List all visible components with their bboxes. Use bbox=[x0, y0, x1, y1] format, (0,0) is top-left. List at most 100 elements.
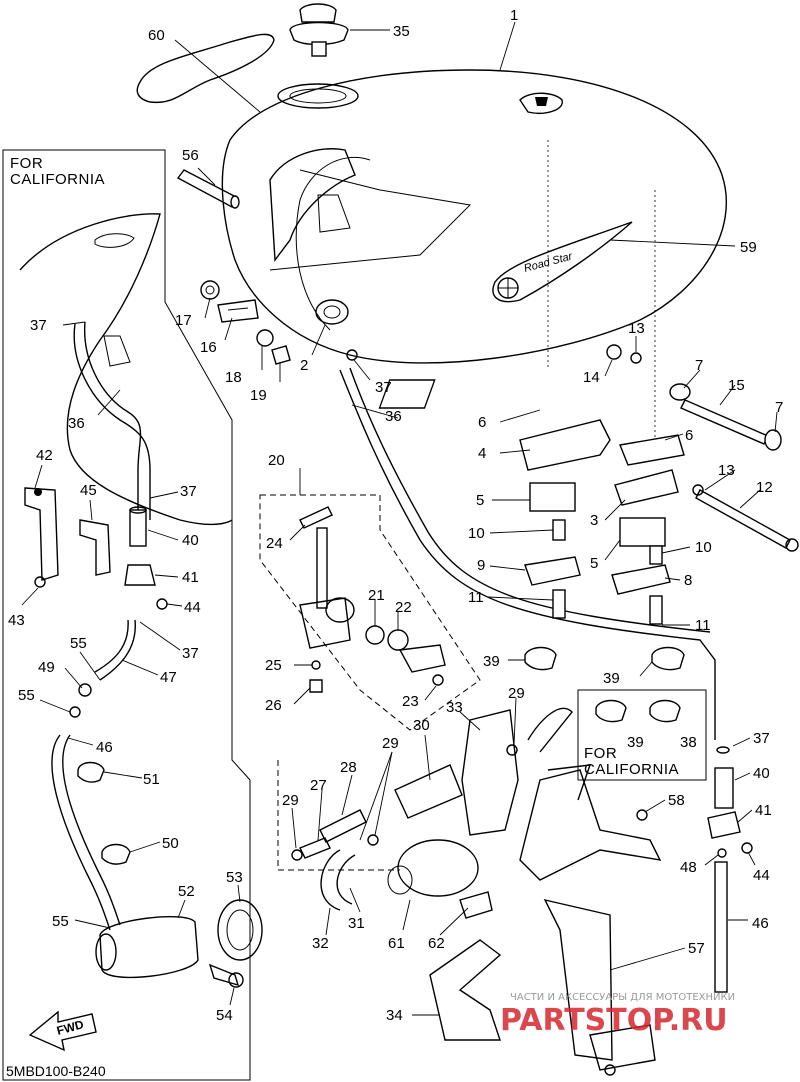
part-label: 20 bbox=[268, 452, 285, 469]
part-label: 28 bbox=[340, 759, 357, 776]
part-label: 25 bbox=[265, 657, 282, 674]
part-label: 44 bbox=[753, 867, 770, 884]
part-label: 17 bbox=[175, 312, 192, 329]
part-label: 52 bbox=[178, 883, 195, 900]
part-label: 60 bbox=[148, 27, 165, 44]
tank-mount-parts bbox=[378, 140, 799, 625]
part-label: 5 bbox=[590, 555, 598, 572]
part-label: 55 bbox=[18, 687, 35, 704]
part-label: 31 bbox=[348, 915, 365, 932]
knee-pad bbox=[136, 33, 275, 104]
part-label: 23 bbox=[402, 693, 419, 710]
right-canister-assembly bbox=[707, 746, 753, 993]
part-label: 33 bbox=[446, 699, 463, 716]
part-label: 55 bbox=[52, 913, 69, 930]
part-label: 26 bbox=[265, 697, 282, 714]
hose-clamps-39 bbox=[524, 646, 685, 671]
part-label: 9 bbox=[477, 557, 485, 574]
part-label: 8 bbox=[684, 572, 692, 589]
part-label: 29 bbox=[508, 685, 525, 702]
fuel-cap bbox=[289, 3, 349, 57]
part-label: 10 bbox=[695, 539, 712, 556]
part-label: 38 bbox=[680, 734, 697, 751]
part-label: 10 bbox=[468, 525, 485, 542]
for-california-line2: CALIFORNIA bbox=[584, 761, 679, 778]
part-label: 40 bbox=[182, 532, 199, 549]
part-label: 1 bbox=[510, 7, 518, 24]
part-label: 2 bbox=[300, 357, 308, 374]
part-label: 54 bbox=[216, 1007, 233, 1024]
part-label: 46 bbox=[96, 739, 113, 756]
breather-hose-56 bbox=[176, 169, 240, 209]
part-label: 49 bbox=[38, 659, 55, 676]
part-label: 11 bbox=[468, 589, 484, 606]
part-label: 4 bbox=[478, 445, 486, 462]
part-label: 29 bbox=[282, 792, 299, 809]
part-label: 29 bbox=[382, 735, 399, 752]
part-label: 32 bbox=[312, 935, 329, 952]
for-california-line2: CALIFORNIA bbox=[10, 171, 105, 188]
part-label: 55 bbox=[70, 635, 87, 652]
part-label: 12 bbox=[756, 479, 773, 496]
for-california-label-top: FOR CALIFORNIA bbox=[10, 155, 105, 188]
part-label: 51 bbox=[143, 771, 160, 788]
part-label: 13 bbox=[628, 320, 645, 337]
part-label: 61 bbox=[388, 935, 405, 952]
part-label: 7 bbox=[775, 399, 783, 416]
part-label: 48 bbox=[680, 859, 697, 876]
part-label: 27 bbox=[310, 777, 327, 794]
diagram-code: 5MBD100-B240 bbox=[6, 1063, 106, 1079]
california-inset-box bbox=[577, 689, 707, 781]
part-label: 37 bbox=[180, 483, 197, 500]
part-label: 6 bbox=[685, 427, 693, 444]
part-label: 22 bbox=[395, 599, 412, 616]
fuel-pump-area bbox=[277, 707, 662, 1076]
part-label: 41 bbox=[755, 802, 772, 819]
part-label: 59 bbox=[740, 239, 757, 256]
part-label: 40 bbox=[753, 765, 770, 782]
part-label: 57 bbox=[688, 940, 705, 957]
part-label: 34 bbox=[386, 1007, 403, 1024]
for-california-label-bottom: FOR CALIFORNIA bbox=[584, 745, 679, 778]
part-label: 45 bbox=[80, 482, 97, 499]
part-label: 37 bbox=[375, 379, 392, 396]
part-label: 39 bbox=[603, 670, 620, 687]
part-label: 43 bbox=[8, 612, 25, 629]
watermark-logo: PARTSTOP.RU bbox=[500, 1003, 728, 1038]
fwd-arrow-icon: FWD bbox=[28, 1010, 97, 1052]
part-label: 24 bbox=[266, 535, 283, 552]
fuel-tank bbox=[221, 69, 727, 364]
part-label: 58 bbox=[668, 792, 685, 809]
part-label: 39 bbox=[483, 653, 500, 670]
california-box bbox=[2, 149, 263, 1081]
part-label: 35 bbox=[393, 23, 410, 40]
part-label: 15 bbox=[728, 377, 745, 394]
part-label: 13 bbox=[718, 462, 735, 479]
part-label: 44 bbox=[184, 599, 201, 616]
tank-badge: Road Star bbox=[492, 221, 633, 303]
part-label: 56 bbox=[182, 147, 199, 164]
part-label: 47 bbox=[160, 669, 177, 686]
part-label: 18 bbox=[225, 369, 242, 386]
part-label: 42 bbox=[36, 447, 53, 464]
part-label: 5 bbox=[476, 492, 484, 509]
for-california-line1: FOR bbox=[584, 745, 617, 762]
part-label: 7 bbox=[695, 357, 703, 374]
part-label: 62 bbox=[428, 935, 445, 952]
part-label: 30 bbox=[413, 717, 430, 734]
for-california-line1: FOR bbox=[10, 155, 43, 172]
part-label: 36 bbox=[68, 415, 85, 432]
part-label: 46 bbox=[752, 915, 769, 932]
part-label: 37 bbox=[30, 317, 47, 334]
part-label: 37 bbox=[182, 645, 199, 662]
part-label: 16 bbox=[200, 339, 217, 356]
part-label: 19 bbox=[250, 387, 267, 404]
tank-small-parts bbox=[200, 280, 642, 365]
part-label: 37 bbox=[753, 730, 770, 747]
part-label: 11 bbox=[695, 617, 711, 634]
fwd-label: FWD bbox=[55, 1017, 85, 1038]
part-label: 53 bbox=[226, 869, 243, 886]
part-label: 21 bbox=[368, 587, 385, 604]
watermark-caption: ЧАСТИ И АКСЕССУАРЫ ДЛЯ МОТОТЕХНИКИ bbox=[510, 992, 735, 1003]
